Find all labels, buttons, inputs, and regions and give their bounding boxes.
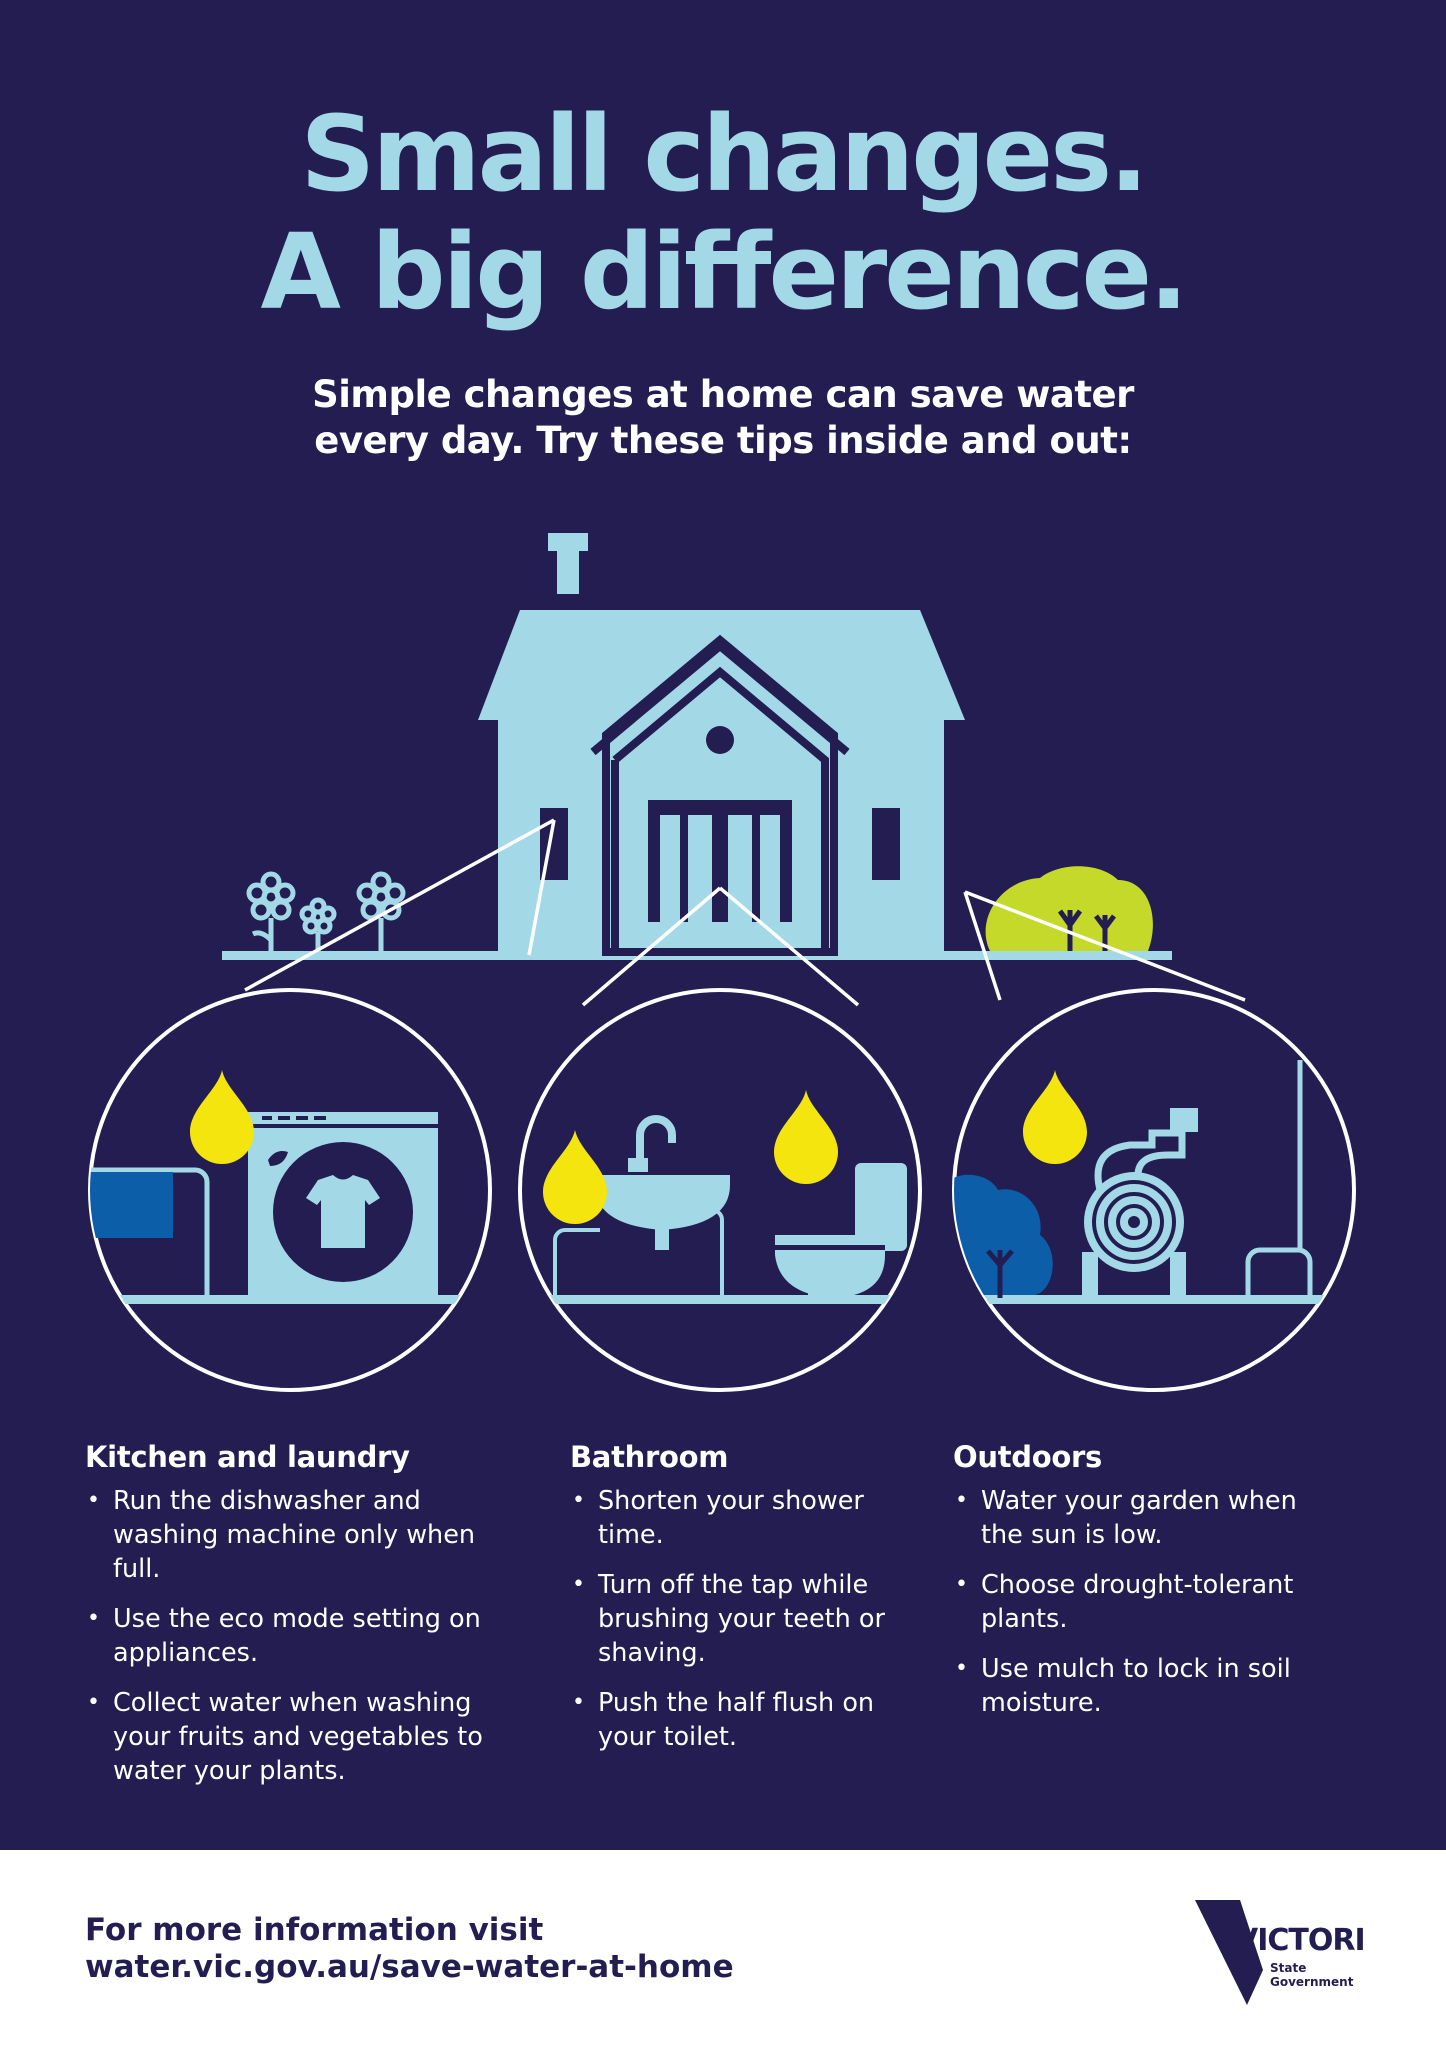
victoria-logo: VICTORIA State Government	[1195, 1900, 1365, 2005]
list-item: Collect water when washing your fruits a…	[85, 1686, 525, 1788]
list-item: Push the half flush on your toilet.	[570, 1686, 900, 1754]
footer: For more information visit water.vic.gov…	[0, 1850, 1446, 2048]
cabinet-icon	[90, 1172, 173, 1238]
hose-reel-icon	[1082, 1108, 1198, 1302]
list-item: Choose drought-tolerant plants.	[953, 1568, 1343, 1636]
headline: Small changes. A big difference.	[0, 95, 1446, 331]
callout-lines	[244, 818, 1246, 1007]
section-title: Kitchen and laundry	[85, 1440, 410, 1474]
outdoors-scene	[952, 988, 1356, 1392]
headline-line-1: Small changes.	[300, 93, 1148, 215]
tips-list: Run the dishwasher and washing machine o…	[85, 1484, 525, 1788]
washing-machine-icon	[248, 1112, 438, 1302]
bathroom-scene	[518, 988, 922, 1392]
list-item: Use mulch to lock in soil moisture.	[953, 1652, 1343, 1720]
logo-sub-1: State	[1270, 1961, 1306, 1975]
subheading-line-1: Simple changes at home can save water	[312, 373, 1134, 416]
section-title: Bathroom	[570, 1440, 729, 1474]
subheading-line-2: every day. Try these tips inside and out…	[314, 419, 1132, 462]
list-item: Shorten your shower time.	[570, 1484, 900, 1552]
tips-list: Shorten your shower time. Turn off the t…	[570, 1484, 900, 1754]
tips-list: Water your garden when the sun is low. C…	[953, 1484, 1343, 1720]
footer-line-1: For more information visit	[85, 1912, 544, 1948]
water-drop-icon	[774, 1090, 838, 1184]
tree-icon	[954, 1174, 1053, 1300]
list-item: Water your garden when the sun is low.	[953, 1484, 1343, 1552]
water-drop-icon	[190, 1070, 254, 1164]
section-title: Outdoors	[953, 1440, 1102, 1474]
house-icon	[478, 533, 965, 956]
section-kitchen-laundry: Kitchen and laundry Run the dishwasher a…	[85, 1440, 525, 1804]
subheading: Simple changes at home can save water ev…	[0, 372, 1446, 464]
water-drop-icon	[1023, 1070, 1087, 1164]
footer-info: For more information visit water.vic.gov…	[85, 1912, 734, 1986]
list-item: Use the eco mode setting on appliances.	[85, 1602, 525, 1670]
flower-icon	[246, 871, 406, 951]
headline-line-2: A big difference.	[260, 211, 1188, 333]
logo-sub-2: Government	[1270, 1975, 1354, 1989]
kitchen-laundry-scene	[88, 988, 492, 1392]
section-bathroom: Bathroom Shorten your shower time. Turn …	[570, 1440, 900, 1770]
toilet-icon	[775, 1163, 907, 1302]
bush-icon	[985, 866, 1153, 951]
list-item: Turn off the tap while brushing your tee…	[570, 1568, 900, 1670]
section-outdoors: Outdoors Water your garden when the sun …	[953, 1440, 1343, 1736]
illustration	[88, 533, 1356, 1392]
water-drop-icon	[543, 1130, 607, 1224]
footer-link[interactable]: water.vic.gov.au/save-water-at-home	[85, 1949, 734, 1985]
logo-wordmark: VICTORIA	[1235, 1923, 1365, 1958]
sink-icon	[553, 1115, 730, 1300]
list-item: Run the dishwasher and washing machine o…	[85, 1484, 525, 1586]
